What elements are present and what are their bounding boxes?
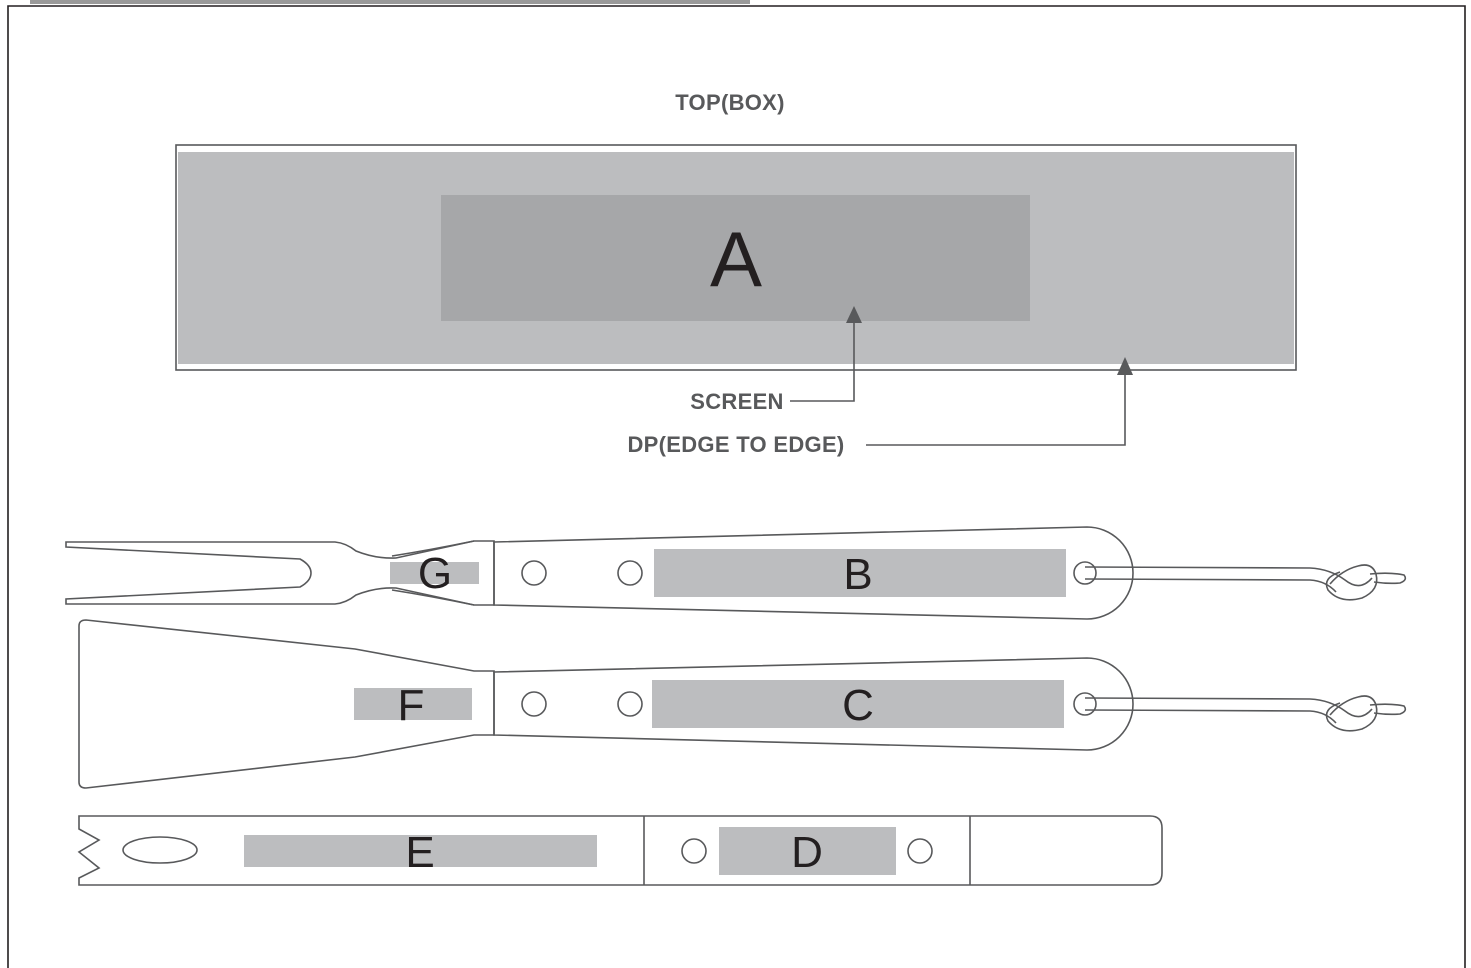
zone-g-area — [390, 562, 479, 584]
fork-rivet-1 — [521, 560, 547, 586]
zone-c-area — [652, 680, 1064, 728]
spatula-rivet-1 — [521, 691, 547, 717]
opener-tool: E D — [77, 815, 1163, 886]
spatula-cord — [1084, 695, 1407, 732]
opener-rivet-2 — [907, 838, 933, 864]
zone-f-label: F — [398, 681, 425, 730]
fork-head-outline — [65, 540, 495, 606]
header-fragment — [30, 0, 750, 4]
zone-b-area — [654, 549, 1066, 597]
box-top-view: A — [175, 144, 1297, 371]
zone-d-label: D — [791, 828, 823, 877]
zone-f-area — [354, 688, 472, 720]
zone-g-label: G — [418, 549, 452, 598]
opener-rivet-1 — [681, 838, 707, 864]
fork-rivet-2 — [617, 560, 643, 586]
spatula-rivet-2 — [617, 691, 643, 717]
fork-tool: G B — [65, 526, 1407, 620]
dp-callout: DP(EDGE TO EDGE) — [627, 357, 1133, 457]
screen-callout-label: SCREEN — [690, 389, 784, 414]
page-frame — [7, 5, 1466, 968]
spatula-handle-outline — [493, 657, 1134, 751]
zone-e-label: E — [405, 828, 434, 877]
zone-e-area — [244, 835, 597, 867]
spatula-tool: F C — [78, 619, 1407, 789]
zone-b-label: B — [843, 550, 872, 599]
screen-area — [441, 195, 1030, 321]
fork-handle-outline — [493, 526, 1134, 620]
dp-leader-line — [866, 374, 1126, 446]
screen-arrow-icon — [846, 306, 862, 323]
screen-callout: SCREEN — [690, 306, 862, 414]
zone-c-label: C — [842, 681, 874, 730]
dp-arrow-icon — [1117, 357, 1133, 375]
spatula-hang-hole — [1073, 692, 1097, 716]
top-box-title: TOP(BOX) — [675, 90, 785, 115]
dp-callout-label: DP(EDGE TO EDGE) — [627, 432, 844, 457]
screen-leader-line — [790, 322, 855, 402]
fork-neck-curve — [391, 540, 475, 606]
fork-cord — [1084, 564, 1407, 601]
zone-a-label: A — [710, 215, 762, 303]
fork-hang-hole — [1073, 561, 1097, 585]
zone-d-area — [719, 827, 896, 875]
opener-outline — [77, 815, 1163, 886]
opener-slot — [122, 836, 198, 864]
